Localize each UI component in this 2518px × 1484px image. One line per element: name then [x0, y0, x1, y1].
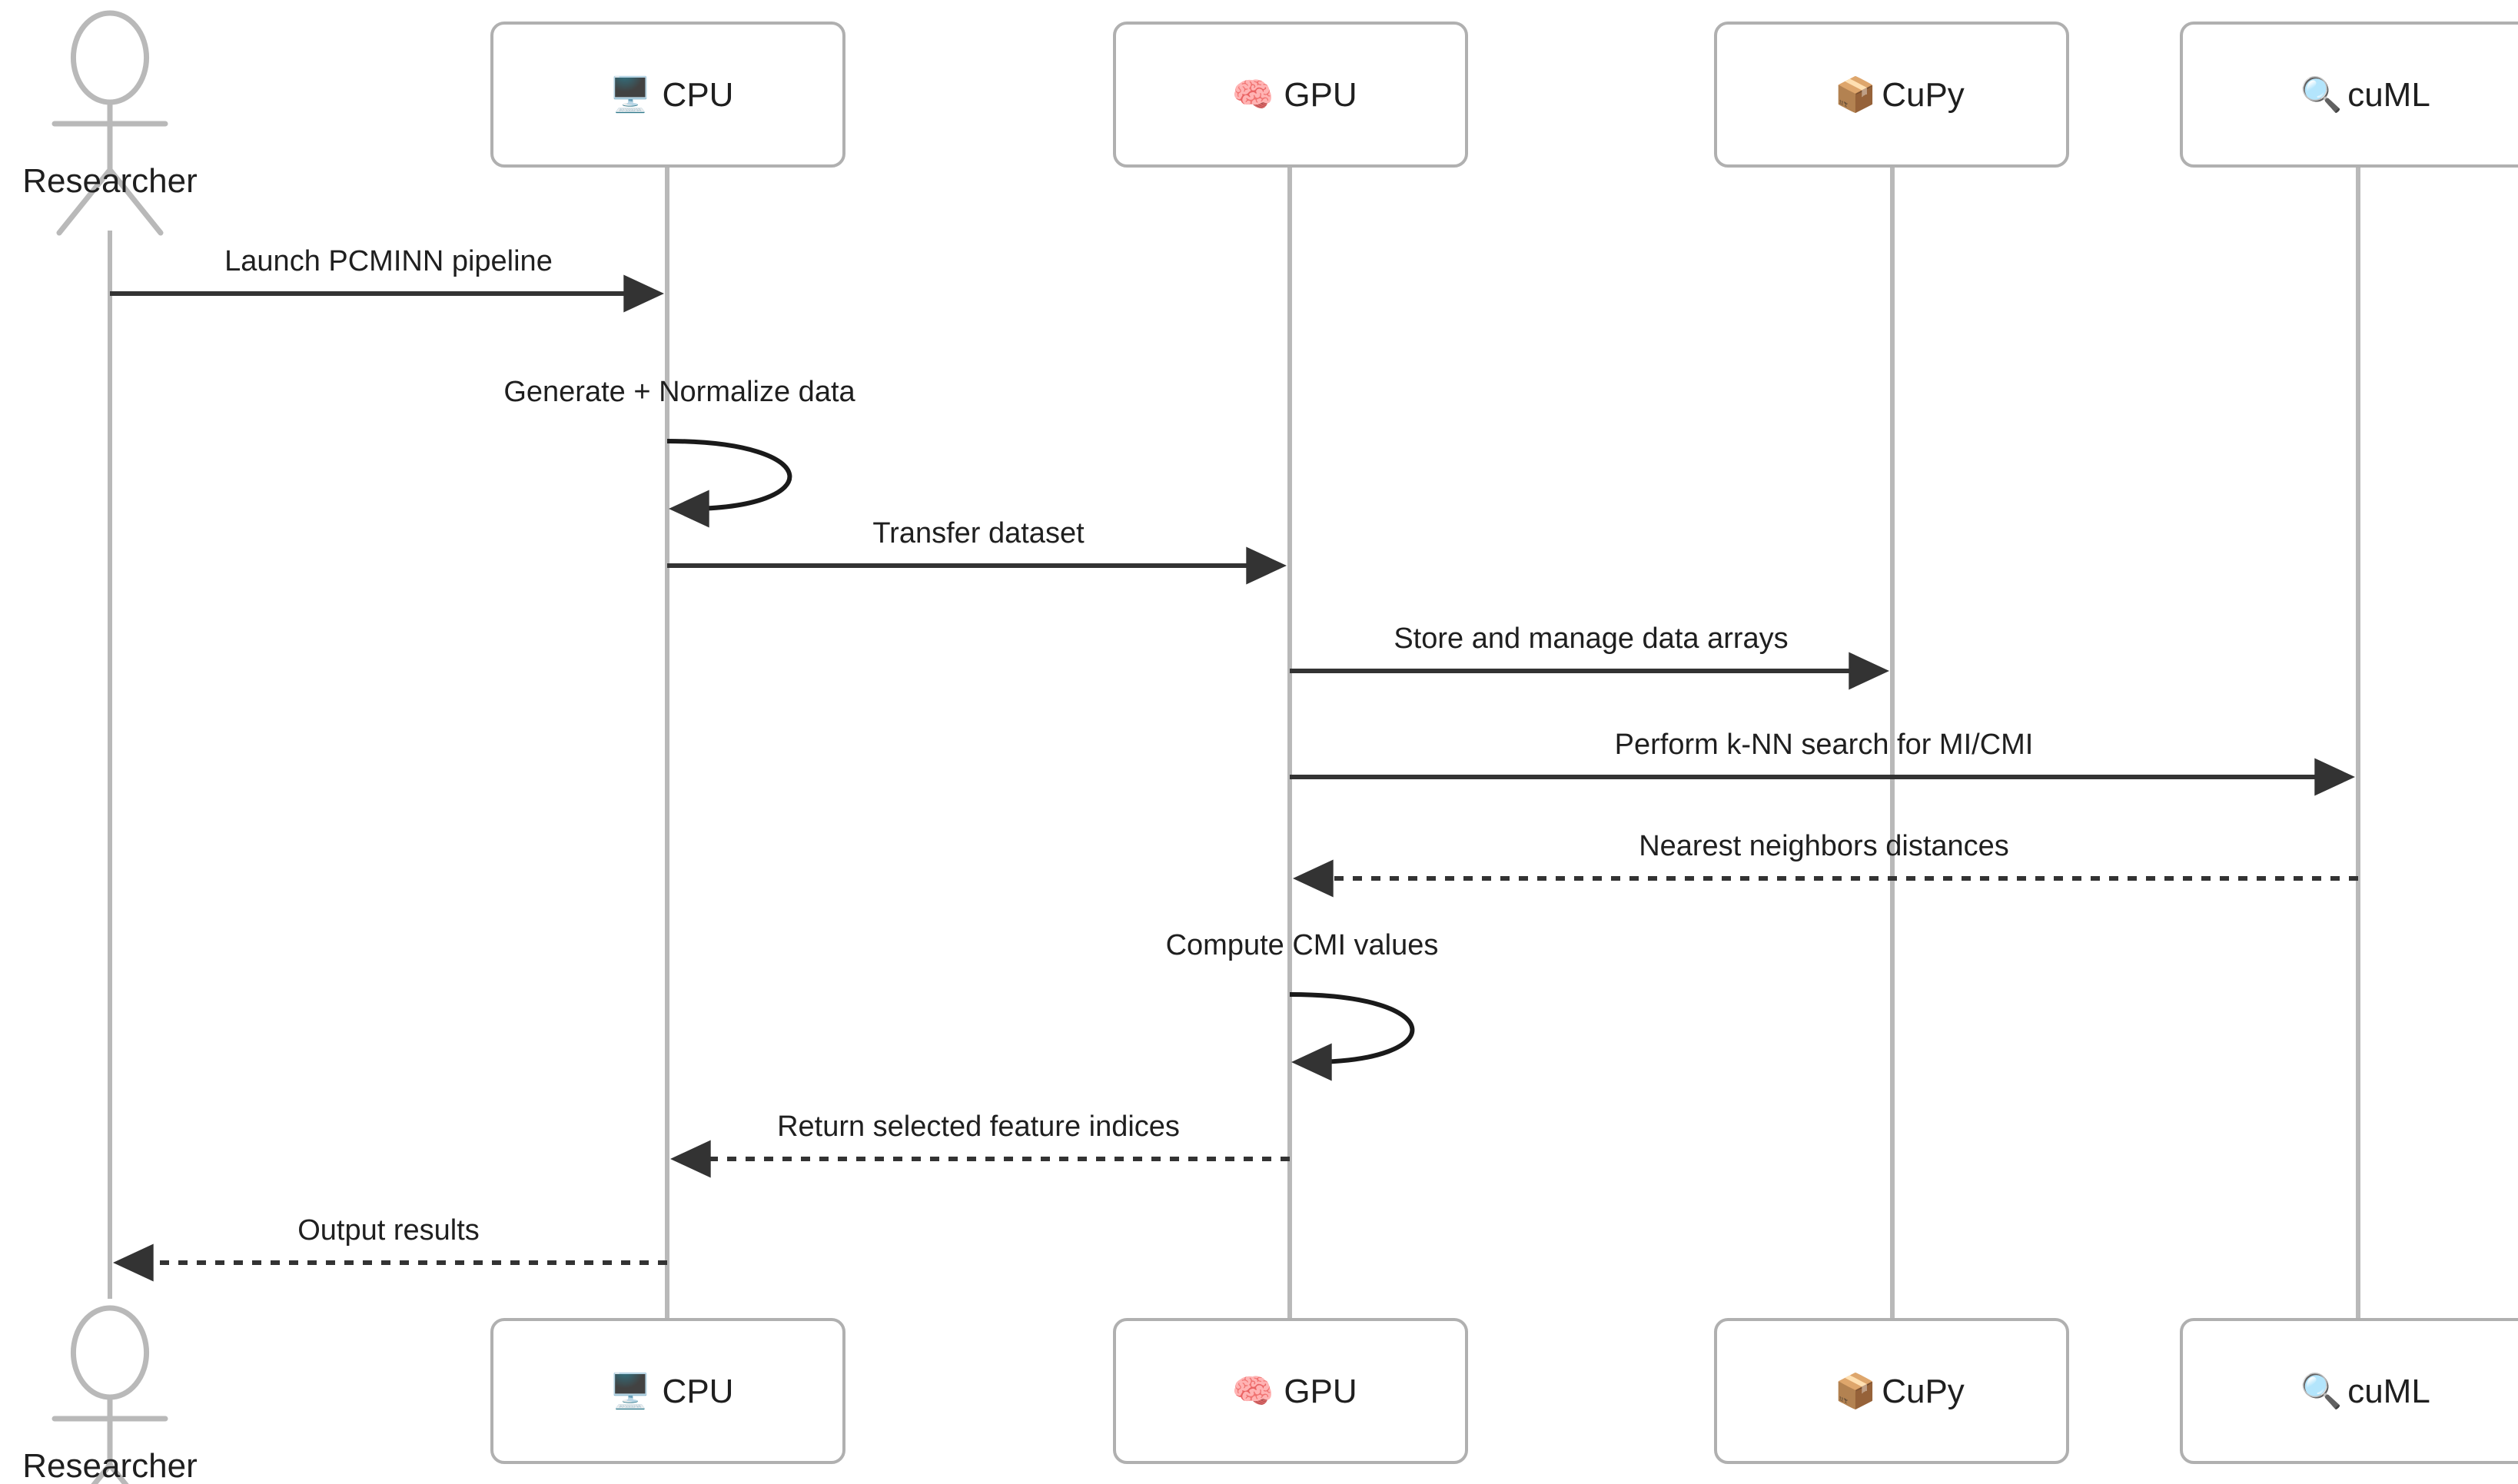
actor-leg-right — [107, 1462, 129, 1484]
participant-label-cuml: cuML — [2347, 76, 2430, 114]
message-3[interactable]: Transfer dataset — [667, 517, 1287, 585]
arrowhead-icon — [1293, 859, 1334, 898]
arrowhead-icon — [113, 1243, 154, 1282]
participant-box-rect — [2180, 22, 2518, 168]
actor-head-icon — [70, 10, 150, 105]
message-1[interactable]: Launch PCMINN pipeline — [110, 245, 664, 313]
arrowhead-icon — [2314, 758, 2355, 796]
actor-figure-top[interactable]: Researcher — [22, 10, 198, 236]
self-loop-path — [1289, 992, 1415, 1064]
participant-box-cupy-top[interactable]: 📦CuPy — [1714, 22, 2069, 168]
participant-box-rect — [1113, 1318, 1468, 1464]
participant-box-cupy-bottom[interactable]: 📦CuPy — [1714, 1318, 2069, 1464]
participant-box-gpu-bottom[interactable]: 🧠 GPU — [1113, 1318, 1468, 1464]
participant-box-rect — [1714, 22, 2069, 168]
participant-box-cpu-bottom[interactable]: 🖥️ CPU — [490, 1318, 845, 1464]
participant-box-cpu-top[interactable]: 🖥️ CPU — [490, 22, 845, 168]
participant-box-gpu-top[interactable]: 🧠 GPU — [1113, 22, 1468, 168]
message-2[interactable]: Generate + Normalize data — [503, 376, 856, 528]
participant-box-rect — [490, 1318, 845, 1464]
participant-box-rect — [2180, 1318, 2518, 1464]
message-label: Transfer dataset — [872, 517, 1085, 549]
message-5[interactable]: Perform k-NN search for MI/CMI — [1290, 729, 2355, 796]
participant-boxes-layer: 🖥️CPU🖥️CPU🧠GPU🧠GPU📦CuPy📦CuPy🔍cuML🔍cuML — [490, 22, 2518, 1464]
message-label: Return selected feature indices — [777, 1111, 1180, 1143]
actor-head-icon — [70, 1305, 150, 1400]
participant-label-gpu: GPU — [1284, 1373, 1357, 1410]
magnifying-glass-icon: 🔍 — [2300, 73, 2343, 115]
participant-box-rect — [490, 22, 845, 168]
self-loop-path — [666, 439, 792, 511]
participant-box-rect — [1714, 1318, 2069, 1464]
message-label: Launch PCMINN pipeline — [224, 245, 553, 277]
package-box-icon: 📦 — [1835, 1372, 1877, 1411]
message-label: Generate + Normalize data — [503, 376, 855, 408]
participant-label-gpu: GPU — [1284, 76, 1357, 114]
actor-figure-bottom[interactable]: Researcher — [22, 1305, 198, 1484]
desktop-computer-icon: 🖥️ — [610, 75, 652, 115]
lifelines-layer — [108, 166, 2360, 1320]
arrowhead-icon — [669, 490, 709, 528]
message-7[interactable]: Compute CMI values — [1166, 929, 1439, 1081]
message-9[interactable]: Output results — [113, 1214, 667, 1282]
message-label: Nearest neighbors distances — [1639, 830, 2009, 862]
actor-label-top: Researcher — [22, 162, 197, 200]
actor-leg-right — [107, 167, 164, 236]
arrowhead-icon — [1291, 1043, 1332, 1081]
arrowhead-icon — [1246, 546, 1287, 585]
message-label: Store and manage data arrays — [1394, 622, 1788, 655]
brain-icon: 🧠 — [1232, 75, 1274, 115]
message-label: Perform k-NN search for MI/CMI — [1615, 729, 2034, 761]
participant-label-cpu: CPU — [663, 1373, 734, 1410]
message-label: Output results — [297, 1214, 480, 1247]
arrowhead-icon — [1849, 652, 1889, 690]
participant-box-rect — [1113, 22, 1468, 168]
actor-leg-left — [56, 167, 113, 236]
participant-label-cpu: CPU — [663, 76, 734, 114]
arrowhead-icon — [623, 274, 664, 313]
actor-label-bottom: Researcher — [22, 1447, 197, 1484]
magnifying-glass-icon: 🔍 — [2300, 1369, 2343, 1411]
package-box-icon: 📦 — [1835, 75, 1877, 115]
actor-leg-left — [91, 1462, 113, 1484]
message-8[interactable]: Return selected feature indices — [670, 1111, 1290, 1178]
participant-box-cuml-bottom[interactable]: 🔍cuML — [2180, 1318, 2518, 1464]
arrowhead-icon — [670, 1140, 711, 1178]
message-4[interactable]: Store and manage data arrays — [1290, 622, 1889, 690]
message-6[interactable]: Nearest neighbors distances — [1293, 830, 2358, 898]
brain-icon: 🧠 — [1232, 1372, 1274, 1411]
participant-label-cupy: CuPy — [1882, 1373, 1965, 1410]
desktop-computer-icon: 🖥️ — [610, 1372, 652, 1411]
participant-label-cupy: CuPy — [1882, 76, 1965, 114]
message-label: Compute CMI values — [1166, 929, 1439, 961]
participant-label-cuml: cuML — [2347, 1373, 2430, 1410]
participant-box-cuml-top[interactable]: 🔍cuML — [2180, 22, 2518, 168]
